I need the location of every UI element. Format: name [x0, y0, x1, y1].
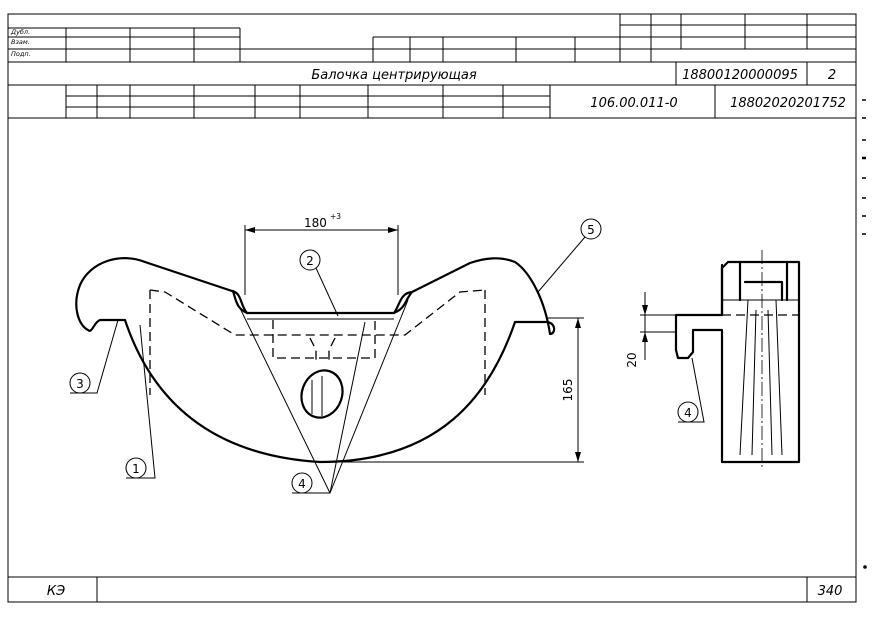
- sheet-number: 2: [828, 68, 836, 83]
- side-top-cap: [743, 280, 784, 302]
- side-inner-taper: [751, 309, 773, 456]
- code-top: 18800120000095: [682, 68, 798, 83]
- doc-number: 106.00.011-0: [590, 96, 677, 111]
- side-label-podp: Подп.: [11, 50, 31, 58]
- part-name: Балочка центрирующая: [311, 68, 476, 83]
- dim-height: 165: [561, 379, 575, 402]
- hidden-center-web: [309, 337, 336, 360]
- slot-right-edge: [392, 290, 414, 315]
- callout-5-circle: [580, 218, 602, 240]
- hidden-contour: [149, 289, 486, 336]
- dim-width-tolerance: +3: [330, 212, 341, 221]
- callout-2-label: 2: [306, 254, 314, 268]
- dim-lip: 20: [625, 352, 639, 367]
- title-block: [7, 13, 857, 603]
- callout-2-circle: [299, 249, 321, 271]
- callout-4-label: 4: [298, 477, 306, 491]
- callout-3-label: 3: [76, 377, 84, 391]
- part-outline: [75, 257, 556, 464]
- callout-5-label: 5: [587, 223, 595, 237]
- side-label-dubl: Дубл.: [10, 28, 30, 36]
- callout-1-label: 1: [132, 462, 140, 476]
- side-label-vzam: Взам.: [11, 38, 30, 46]
- side-taper-lines: [739, 299, 783, 456]
- margin-marks: [862, 99, 867, 569]
- slot-left-edge: [231, 289, 249, 315]
- callout-4-side-label: 4: [684, 406, 692, 420]
- side-view: 20 4: [625, 250, 801, 470]
- footer-left-code: КЭ: [47, 584, 65, 599]
- code-second: 18802020201752: [730, 96, 846, 111]
- front-view: 180 +3 165 2 5 3 1 4: [69, 212, 602, 494]
- dim-width: 180: [304, 216, 327, 230]
- center-hole: [300, 369, 344, 419]
- footer-right-number: 340: [818, 584, 843, 599]
- side-top-ribs: [738, 260, 789, 302]
- hidden-center-box: [272, 320, 376, 359]
- side-outline: [674, 260, 801, 464]
